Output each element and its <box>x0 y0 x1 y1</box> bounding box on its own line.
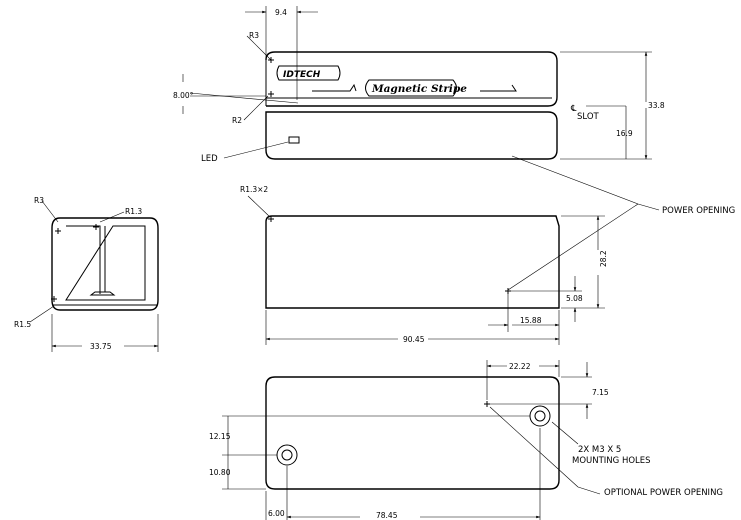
center-mark <box>268 91 274 97</box>
center-mark <box>268 216 274 222</box>
led-label: LED <box>201 154 218 164</box>
reader-lower-body <box>265 111 558 160</box>
mounting-hole-left <box>276 444 298 466</box>
side-view-outline <box>265 215 560 309</box>
leader-mounting-holes <box>551 421 579 445</box>
dim-15-88-text: 15.88 <box>520 316 542 325</box>
dim-33-8-text: 33.8 <box>648 101 665 110</box>
dim-16-9-text: 16.9 <box>616 129 633 138</box>
bottom-view: 22.22 7.15 12.15 10.80 2X M3 X 5 MOUNTIN… <box>209 360 723 520</box>
leader-r1-3 <box>99 211 125 223</box>
leader-r1-3x2 <box>247 195 271 218</box>
dim-10-80-text: 10.80 <box>209 468 231 477</box>
mounting-hole-right-inner <box>534 410 546 422</box>
dim-22-22-text: 22.22 <box>509 362 531 371</box>
magnetic-stripe-text: Magnetic Stripe <box>371 83 467 95</box>
leader-optional-power <box>577 486 601 495</box>
dim-33-75-text: 33.75 <box>90 342 112 351</box>
dim-9-4-text: 9.4 <box>275 8 287 17</box>
dim-7-15-text: 7.15 <box>592 388 609 397</box>
dim-12-15-text: 12.15 <box>209 432 231 441</box>
left-arrow-icon <box>312 83 357 92</box>
led-icon <box>288 136 300 144</box>
top-view: 9.4 R3 R2 8.00° IDTECH Magnetic Stripe L… <box>173 6 665 164</box>
centerline-symbol: ℄ <box>570 104 577 114</box>
bottom-view-outline <box>265 376 560 490</box>
dim-5-08-text: 5.08 <box>566 294 583 303</box>
logo-frame <box>276 65 341 81</box>
center-mark <box>55 228 61 234</box>
r3-left-label: R3 <box>34 196 44 205</box>
r2-label: R2 <box>232 116 242 125</box>
center-mark <box>93 224 99 230</box>
leader-r1-5 <box>29 305 55 323</box>
angle-text: 8.00° <box>173 91 194 100</box>
magnetic-stripe-frame <box>365 79 457 97</box>
brand-logo: IDTECH <box>283 70 321 80</box>
leader-power-opening <box>637 203 660 211</box>
slot-label: SLOT <box>577 112 600 122</box>
dim-6-00-text: 6.00 <box>268 509 285 518</box>
r1-3-label: R1.3 <box>125 207 142 216</box>
leader-r3 <box>246 35 272 61</box>
r1-3x2-label: R1.3×2 <box>240 185 268 194</box>
leader-r3-left <box>41 200 59 223</box>
r1-5-label: R1.5 <box>14 320 31 329</box>
angle-line <box>189 92 299 104</box>
leader-power-opening <box>507 203 639 291</box>
dim-28-2-text: 28.2 <box>599 250 608 267</box>
dim-90-45-text: 90.45 <box>403 335 425 344</box>
leader-power-opening <box>511 155 639 205</box>
optional-power-label: OPTIONAL POWER OPENING <box>604 488 723 498</box>
center-mark <box>51 296 57 302</box>
side-view: R1.3×2 POWER OPENING 28.2 5.08 15.88 90.… <box>240 155 735 345</box>
r3-top-label: R3 <box>249 31 259 40</box>
slot-foot <box>89 291 116 296</box>
mounting-holes-line1: 2X M3 X 5 <box>578 445 621 455</box>
mounting-hole-right <box>529 405 551 427</box>
center-mark <box>268 57 274 63</box>
mounting-holes-line2: MOUNTING HOLES <box>572 456 651 466</box>
reader-upper-body <box>265 51 558 107</box>
leader-led <box>223 141 289 159</box>
end-view: R3 R1.3 R1.5 33.75 <box>14 196 159 352</box>
optional-power-mark <box>484 401 490 407</box>
power-opening-label: POWER OPENING <box>662 206 735 216</box>
dim-78-45-text: 78.45 <box>376 511 398 520</box>
right-arrow-icon <box>480 84 517 92</box>
end-view-cavity <box>65 225 146 301</box>
leader-optional-power <box>489 406 579 488</box>
power-opening-mark <box>505 288 511 294</box>
mounting-hole-left-inner <box>281 449 293 461</box>
end-view-outline <box>51 217 159 311</box>
